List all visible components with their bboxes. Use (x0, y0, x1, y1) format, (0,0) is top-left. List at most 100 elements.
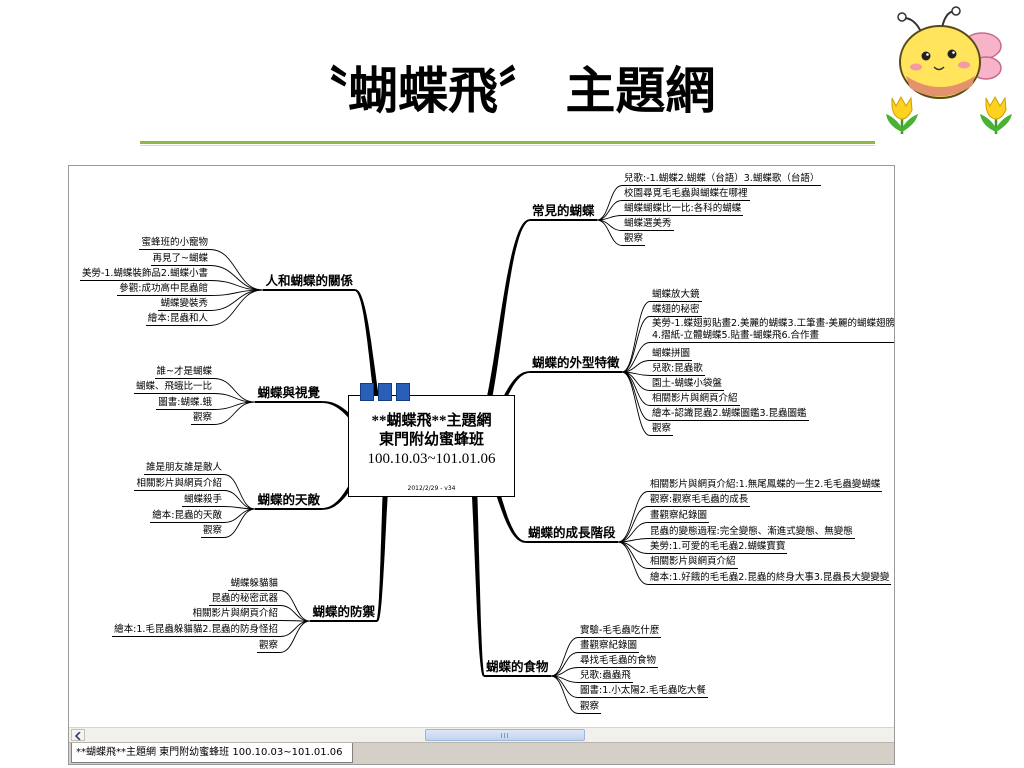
branch-item[interactable]: 觀察 (256, 640, 280, 653)
item-connector (621, 371, 651, 436)
item-connector (596, 219, 623, 246)
branch-item[interactable]: 園土-蝴蝶小袋盤 (650, 378, 724, 391)
item-connector (279, 620, 311, 653)
item-connector (621, 371, 651, 421)
branch-item[interactable]: 蝴蝶蝴蝶比一比:各科的蝴蝶 (622, 203, 744, 216)
item-connector (223, 490, 256, 510)
branch-label-left-2[interactable]: 蝴蝶與視覺 (255, 385, 322, 403)
item-connector (550, 675, 579, 714)
mindmap-window: **蝴蝶飛**主題網 東門附幼蜜蜂班 100.10.03~101.01.06 2… (68, 165, 895, 765)
central-topic-class: 東門附幼蜜蜂班 (378, 432, 484, 448)
scroll-thumb[interactable] (425, 729, 585, 741)
item-connector (223, 508, 256, 523)
branch-item[interactable]: 參觀:成功高中昆蟲館 (117, 283, 210, 296)
branch-item[interactable]: 相關影片與網頁介紹 (650, 393, 740, 406)
branch-item[interactable]: 觀察 (190, 412, 214, 425)
branch-label-right-3[interactable]: 蝴蝶的成長階段 (526, 525, 618, 543)
branch-item[interactable]: 觀察 (578, 701, 602, 714)
branch-item[interactable]: 圖書:1.小太陽2.毛毛蟲吃大餐 (578, 685, 708, 698)
branch-item[interactable]: 相關影片與網頁介紹 (648, 556, 738, 569)
slide-title: 〝蝴蝶飛〞 主題網 (298, 61, 716, 120)
branch-item[interactable]: 繪本:1.毛昆蟲躲貓貓2.昆蟲的防身怪招 (112, 624, 280, 637)
branch-item[interactable]: 相關影片與網頁介紹:1.無尾鳳蝶的一生2.毛毛蟲變蝴蝶 (648, 479, 883, 492)
sheet-tab[interactable]: **蝴蝶飛**主題網 東門附幼蜜蜂班 100.10.03~101.01.06 (71, 743, 353, 763)
branch-item[interactable]: 相關影片與網頁介紹 (190, 608, 280, 621)
branch-item[interactable]: 蝴蝶選美秀 (622, 218, 674, 231)
item-connector (596, 185, 623, 221)
item-connector (279, 605, 311, 622)
node-marker-icon (378, 383, 392, 401)
branch-item[interactable]: 兒歌:-1.蝴蝶2.蝴蝶（台語）3.蝴蝶歌（台語） (622, 173, 822, 186)
item-connector (279, 620, 311, 622)
branch-item[interactable]: 兒歌:昆蟲歌 (650, 363, 705, 376)
branch-item[interactable]: 校園尋覓毛毛蟲與蝴蝶在哪裡 (622, 188, 750, 201)
branch-item[interactable]: 再見了~蝴蝶 (150, 253, 210, 266)
scroll-left-button[interactable] (71, 729, 85, 741)
central-topic-node[interactable]: **蝴蝶飛**主題網 東門附幼蜜蜂班 100.10.03~101.01.06 2… (348, 395, 515, 497)
branch-item[interactable]: 美勞:1.可愛的毛毛蟲2.蝴蝶寶寶 (648, 541, 788, 554)
mindmap-canvas[interactable]: **蝴蝶飛**主題網 東門附幼蜜蜂班 100.10.03~101.01.06 2… (69, 166, 894, 727)
branch-item[interactable]: 實驗-毛毛蟲吃什麼 (578, 625, 662, 638)
branch-item[interactable]: 蝴蝶躲貓貓 (228, 578, 280, 591)
branch-item[interactable]: 觀察:觀察毛毛蟲的成長 (648, 494, 751, 507)
item-connector (617, 506, 649, 543)
branch-item[interactable]: 蝴蝶拼圖 (650, 348, 693, 361)
node-marker-icon (360, 383, 374, 401)
branch-item[interactable]: 美勞-1.蝴蝶裝飾品2.蝴蝶小書 (79, 268, 210, 281)
branch-item[interactable]: 誰~才是蝴蝶 (154, 366, 214, 379)
branch-item[interactable]: 美勞-1.蝶翅剪貼畫2.美麗的蝴蝶3.工筆畫-美麗的蝴蝶翅膀 4.摺紙-立體蝴蝶… (650, 318, 894, 343)
branch-connector (354, 289, 391, 449)
item-connector (621, 301, 651, 373)
item-connector (223, 508, 256, 538)
item-connector (213, 401, 256, 425)
branch-item[interactable]: 蝴蝶放大鏡 (650, 289, 702, 302)
item-connector (621, 316, 651, 373)
item-connector (617, 522, 649, 543)
title-divider (140, 141, 875, 144)
branch-item[interactable]: 昆蟲的變態過程:完全變態、漸進式變態、無變態 (648, 526, 855, 539)
item-connector (213, 378, 256, 403)
branch-item[interactable]: 繪本:1.好餓的毛毛蟲2.昆蟲的終身大事3.昆蟲長大變變變 (648, 572, 892, 585)
item-connector (279, 590, 311, 622)
grip-icon (504, 733, 505, 738)
branch-item[interactable]: 昆蟲的秘密武器 (209, 593, 280, 606)
chevron-left-icon (75, 732, 81, 740)
branch-label-right-2[interactable]: 蝴蝶的外型特徵 (530, 355, 622, 373)
branch-item[interactable]: 繪本-認識昆蟲2.蝴蝶圖鑑3.昆蟲圖鑑 (650, 408, 809, 421)
branch-item[interactable]: 蝴蝶殺手 (181, 494, 224, 507)
item-connector (550, 652, 579, 677)
branch-item[interactable]: 相關影片與網頁介紹 (134, 478, 224, 491)
grip-icon (501, 733, 502, 738)
branch-item[interactable]: 蜜蜂班的小寵物 (139, 237, 210, 250)
branch-item[interactable]: 觀察 (200, 525, 224, 538)
item-connector (279, 620, 311, 637)
branch-label-right-1[interactable]: 常見的蝴蝶 (530, 203, 597, 221)
branch-label-left-1[interactable]: 人和蝴蝶的關係 (263, 273, 355, 291)
branch-item[interactable]: 圖書:蝴蝶.蛾 (156, 397, 214, 410)
branch-item[interactable]: 繪本:昆蟲和人 (145, 313, 210, 326)
bee-icon (886, 6, 1012, 134)
branch-item[interactable]: 畫觀察紀錄圖 (578, 640, 640, 653)
central-topic-stamp: 2012/2/29 - v34 (407, 485, 456, 492)
title-divider-shadow (140, 145, 875, 146)
node-marker-icon (396, 383, 410, 401)
branch-item[interactable]: 兒歌:蟲蟲飛 (578, 670, 633, 683)
branch-item[interactable]: 尋找毛毛蟲的食物 (578, 655, 659, 668)
branch-item[interactable]: 蝶翅的秘密 (650, 304, 702, 317)
item-connector (617, 491, 649, 543)
branch-item[interactable]: 觀察 (650, 423, 674, 436)
item-connector (617, 541, 649, 585)
sheet-tab-bar: **蝴蝶飛**主題網 東門附幼蜜蜂班 100.10.03~101.01.06 (69, 742, 894, 764)
branch-item[interactable]: 觀察 (622, 233, 646, 246)
branch-item[interactable]: 蝴蝶變裝秀 (158, 298, 210, 311)
branch-item[interactable]: 畫觀察紀錄圖 (648, 510, 710, 523)
branch-item[interactable]: 繪本:昆蟲的天敵 (150, 510, 224, 523)
item-connector (621, 371, 651, 406)
branch-label-right-4[interactable]: 蝴蝶的食物 (484, 659, 551, 677)
central-topic-title: **蝴蝶飛**主題網 (371, 413, 492, 429)
branch-item[interactable]: 誰是朋友誰是敵人 (143, 462, 224, 475)
horizontal-scrollbar[interactable] (69, 727, 894, 742)
branch-item[interactable]: 蝴蝶、飛蛾比一比 (133, 381, 214, 394)
branch-label-left-4[interactable]: 蝴蝶的防禦 (310, 604, 377, 622)
branch-label-left-3[interactable]: 蝴蝶的天敵 (255, 492, 322, 510)
